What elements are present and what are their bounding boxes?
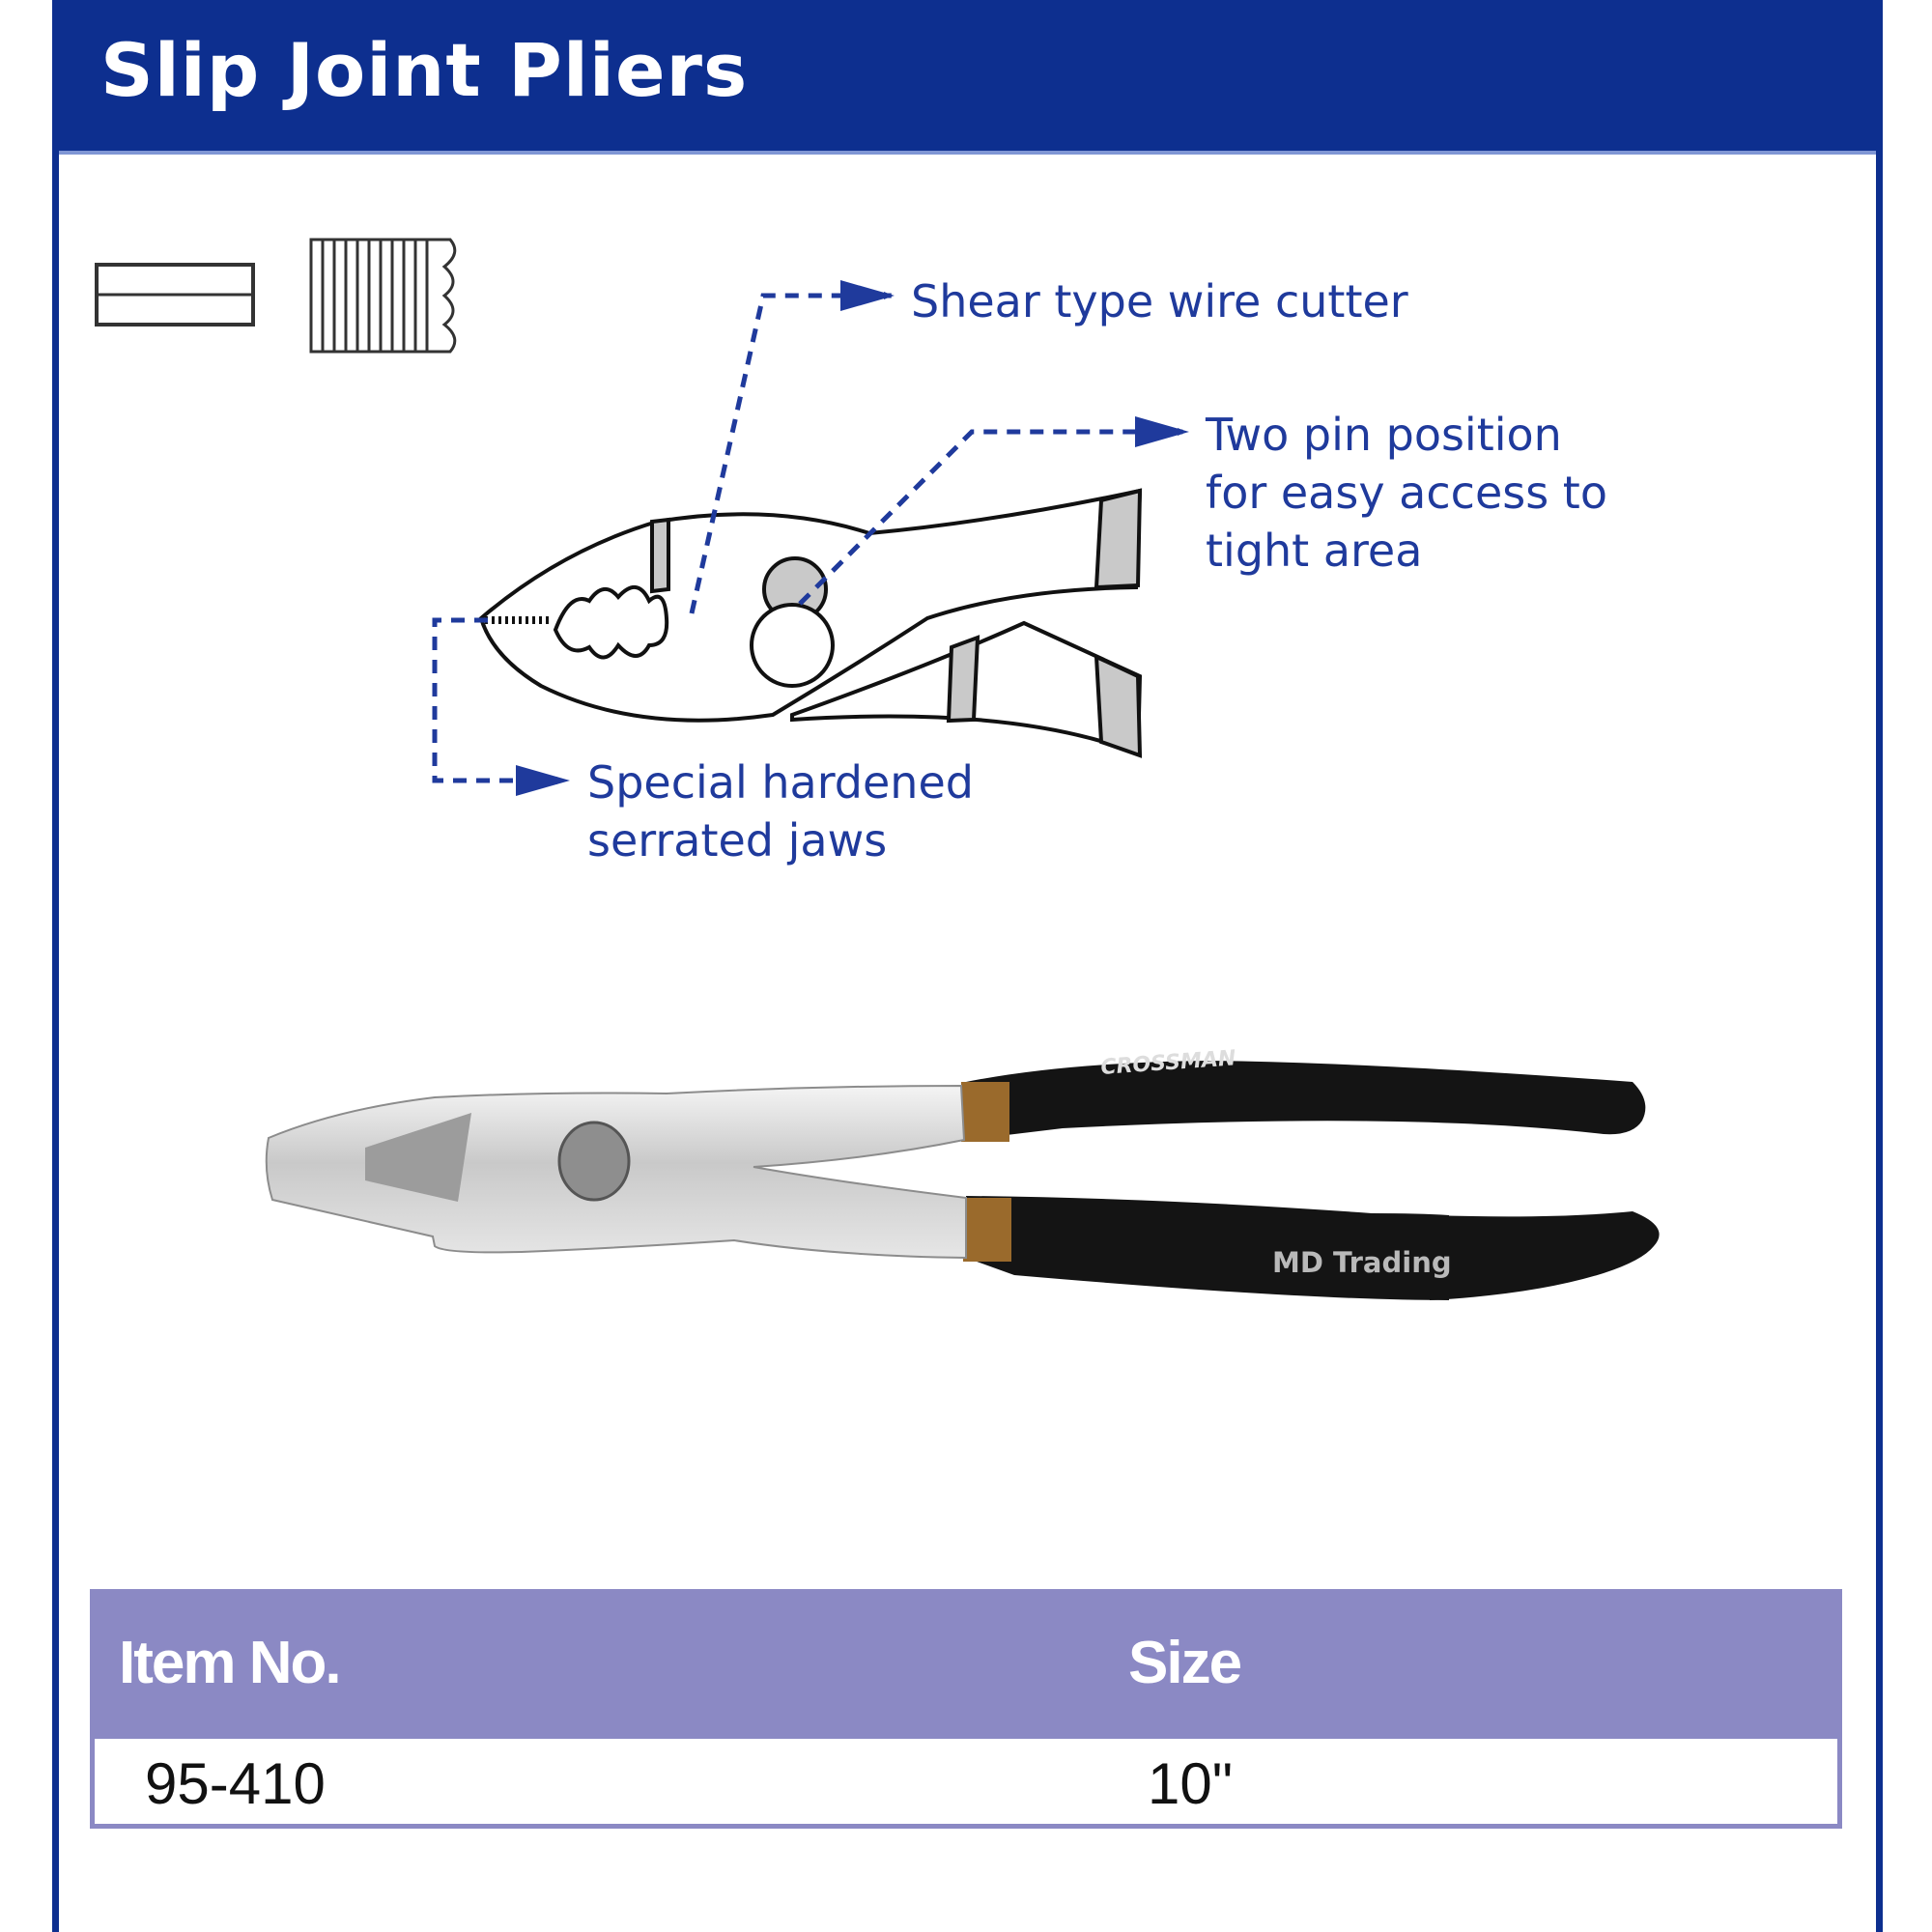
jaws-leader-line <box>432 617 566 784</box>
callout-line: for easy access to <box>1206 467 1607 519</box>
photo-handle-lower-tail <box>1430 1211 1660 1300</box>
pliers-line-drawing <box>478 488 1143 758</box>
header-size: Size <box>1128 1630 1242 1696</box>
pin-arrow-icon <box>1135 416 1189 447</box>
cutter-arrow-icon <box>840 280 895 311</box>
pliers-product-photo: CROSSMAN <box>265 1046 1660 1300</box>
pivot-pin-large <box>750 603 835 688</box>
flat-jaw-icon <box>95 263 255 327</box>
pin-leader-line <box>798 428 1187 606</box>
watermark: MD Trading <box>1272 1246 1452 1279</box>
callout-pin-position: Two pin position for easy access to tigh… <box>1206 406 1607 580</box>
cell-size: 10" <box>1148 1751 1234 1816</box>
handle-lower-collar <box>946 635 980 724</box>
photo-collar-lower <box>963 1198 1011 1262</box>
title-banner: Slip Joint Pliers <box>52 0 1883 155</box>
photo-collar-upper <box>961 1082 1009 1142</box>
callout-line: serrated jaws <box>587 814 888 867</box>
photo-handle-lower <box>966 1196 1449 1300</box>
jaw-teeth <box>553 585 669 660</box>
photo-pivot-pin <box>557 1121 631 1202</box>
page-frame <box>52 0 1883 1932</box>
photo-jaw-teeth <box>365 1113 471 1202</box>
callout-line: Special hardened <box>587 756 974 809</box>
handle-lower-grip <box>1094 653 1143 758</box>
cutter-leader-line <box>689 292 894 614</box>
jaws-arrow-icon <box>516 765 570 796</box>
header-item-no: Item No. <box>119 1630 342 1696</box>
photo-handle-upper <box>966 1061 1646 1140</box>
handle-upper-grip <box>1094 488 1143 590</box>
callout-line: Two pin position <box>1206 409 1562 461</box>
cutter-band <box>650 517 670 594</box>
serrated-jaw-icon <box>309 238 457 354</box>
callout-wire-cutter: Shear type wire cutter <box>911 272 1408 330</box>
callout-serrated-jaws: Special hardened serrated jaws <box>587 753 974 869</box>
callout-line: tight area <box>1206 525 1423 577</box>
cell-item-no: 95-410 <box>145 1751 326 1816</box>
table-header-row: Item No. Size <box>95 1594 1837 1739</box>
callout-line: Shear type wire cutter <box>911 275 1408 327</box>
page-title: Slip Joint Pliers <box>100 27 749 113</box>
spec-table: Item No. Size 95-410 10" <box>90 1589 1842 1829</box>
